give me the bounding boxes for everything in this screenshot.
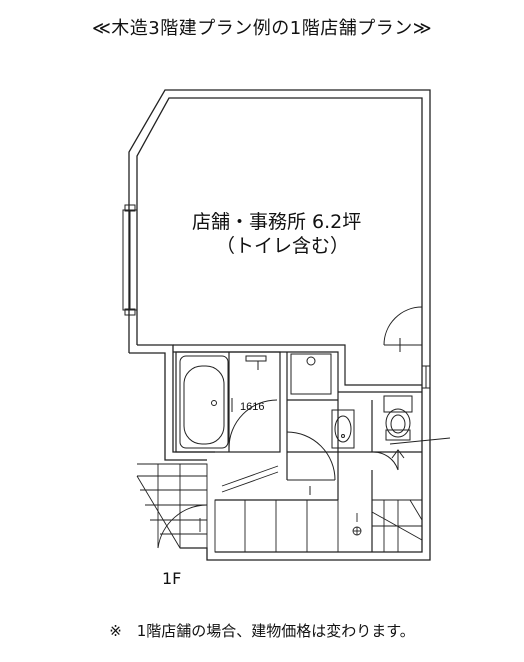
bathtub [179,355,278,449]
corridor-doors [286,431,451,495]
west-window [122,204,138,316]
page-title: ≪木造3階建プラン例の1階店舗プラン≫ [91,18,433,39]
east-window [421,365,431,389]
washing-machine [290,353,332,395]
staircase-middle [214,465,339,553]
shop-note-label: （トイレ含む） [216,235,349,257]
entrance-door [383,306,423,352]
staircase-right [352,499,423,552]
toilet [383,395,413,441]
bath-size-label: 1616 [240,401,264,413]
shop-label: 店舗・事務所 6.2坪 [192,211,361,233]
staircase-left [136,463,208,549]
wash-basin [331,409,355,449]
floor-label: 1F [162,569,182,588]
outer-wall [128,89,431,561]
footnote: ※ 1階店舗の場合、建物価格は変わります。 [109,622,415,640]
